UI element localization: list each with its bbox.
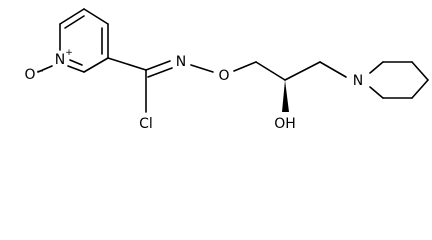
ring-bond-c2-c3	[59, 8, 85, 25]
c-n-double-bond-inner	[147, 67, 173, 78]
molecule-svg: N + O − N O Cl OH N	[24, 8, 429, 132]
charge-o-oxide: −	[36, 67, 44, 77]
pip-bond-c3-c4	[411, 61, 429, 81]
atom-n-piperidine: N	[353, 73, 363, 89]
pyridine-ring	[59, 8, 109, 73]
ch-ch2-bond	[284, 61, 321, 81]
atom-n-pyridine: N	[55, 52, 65, 68]
pip-bond-n-c2	[369, 61, 384, 74]
ring-bond-c2-c3-inner	[64, 15, 85, 29]
atom-chlorine: Cl	[139, 116, 153, 132]
ring-to-carbon-bond	[107, 57, 147, 71]
ring-bond-c6-n-inner	[69, 59, 83, 66]
stereo-wedge-bond	[282, 80, 289, 112]
c-n-double-bond-outer	[145, 60, 171, 71]
atom-o-ether: O	[218, 68, 229, 84]
pip-bond-c4-c5	[411, 79, 429, 99]
atom-hydroxyl: OH	[274, 116, 296, 132]
ch2-n-bond	[319, 61, 347, 78]
piperidine-ring	[369, 61, 429, 99]
molecule-structure-diagram: N + O − N O Cl OH N	[24, 8, 429, 132]
n-o-bond	[190, 64, 214, 73]
ring-bond-c6-n	[67, 65, 85, 73]
o-ch2-bond	[233, 61, 257, 72]
atom-o-oxide: O	[24, 67, 35, 83]
charge-n-pyridine: +	[65, 48, 73, 58]
n-oxide-bond	[37, 65, 53, 73]
atom-n-oxime: N	[176, 54, 186, 70]
ring-bond-c3-c4	[83, 8, 109, 25]
pip-bond-c6-n	[369, 86, 384, 99]
ring-bond-c5-c6	[83, 57, 109, 73]
ch2-ch-bond	[255, 61, 286, 81]
